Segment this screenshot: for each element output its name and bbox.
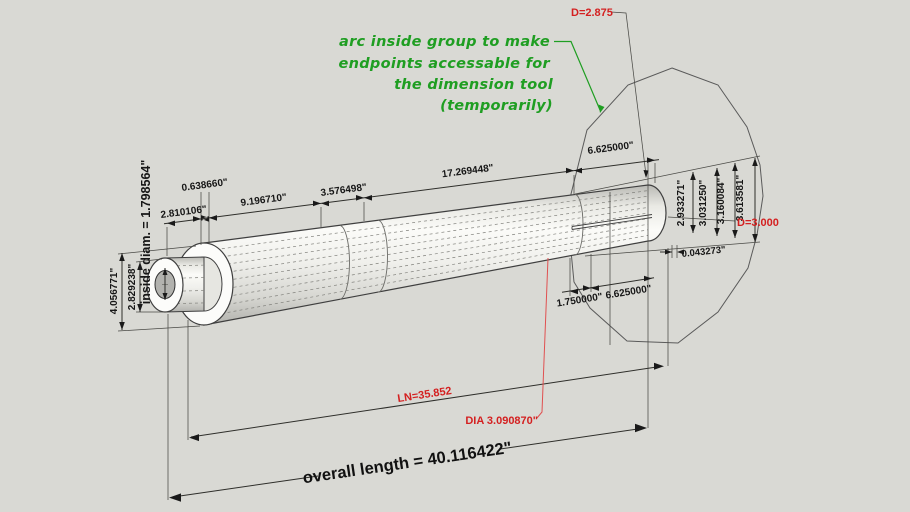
note-line-1: arc inside group to make — [339, 34, 550, 50]
dim-label-inside-diam: inside diam. = 1.798564" — [139, 160, 153, 305]
label-d-right: D=3.000 — [737, 217, 779, 229]
note-line-4: (temporarily) — [440, 98, 553, 114]
dim-label: 3.160084" — [716, 178, 727, 225]
dia-leader-line — [536, 257, 549, 419]
dim-label-offset: 0.043273" — [681, 244, 726, 260]
dimension-lines — [121, 158, 756, 498]
dim-label-stub-diam: 2.829238" — [127, 264, 138, 311]
note-leader-line — [554, 40, 601, 111]
right-dimension-labels: 2.933271" 3.031250" 3.160084" 3.613581" … — [676, 175, 746, 260]
label-dia: DIA 3.090870" — [465, 415, 538, 427]
stub-mesh-lines — [164, 264, 205, 305]
note-leader-arrow — [598, 104, 605, 113]
dim-label: 3.613581" — [735, 175, 746, 222]
dim-label-outer-diam: 4.056771" — [109, 268, 120, 315]
surface-mesh-lines — [203, 190, 649, 318]
left-dimension-labels: 4.056771" 2.829238" inside diam. = 1.798… — [109, 160, 153, 315]
slot-cut — [571, 214, 653, 230]
pipe-body — [203, 184, 667, 326]
dim-label: 2.933271" — [676, 180, 687, 227]
pipe — [146, 184, 667, 326]
note-line-2: endpoints accessable for — [339, 56, 551, 72]
dim-label: 3.031250" — [698, 180, 709, 227]
green-note: arc inside group to make endpoints acces… — [339, 34, 605, 114]
label-d-top: D=2.875 — [571, 7, 613, 19]
note-line-3: the dimension tool — [394, 77, 554, 93]
